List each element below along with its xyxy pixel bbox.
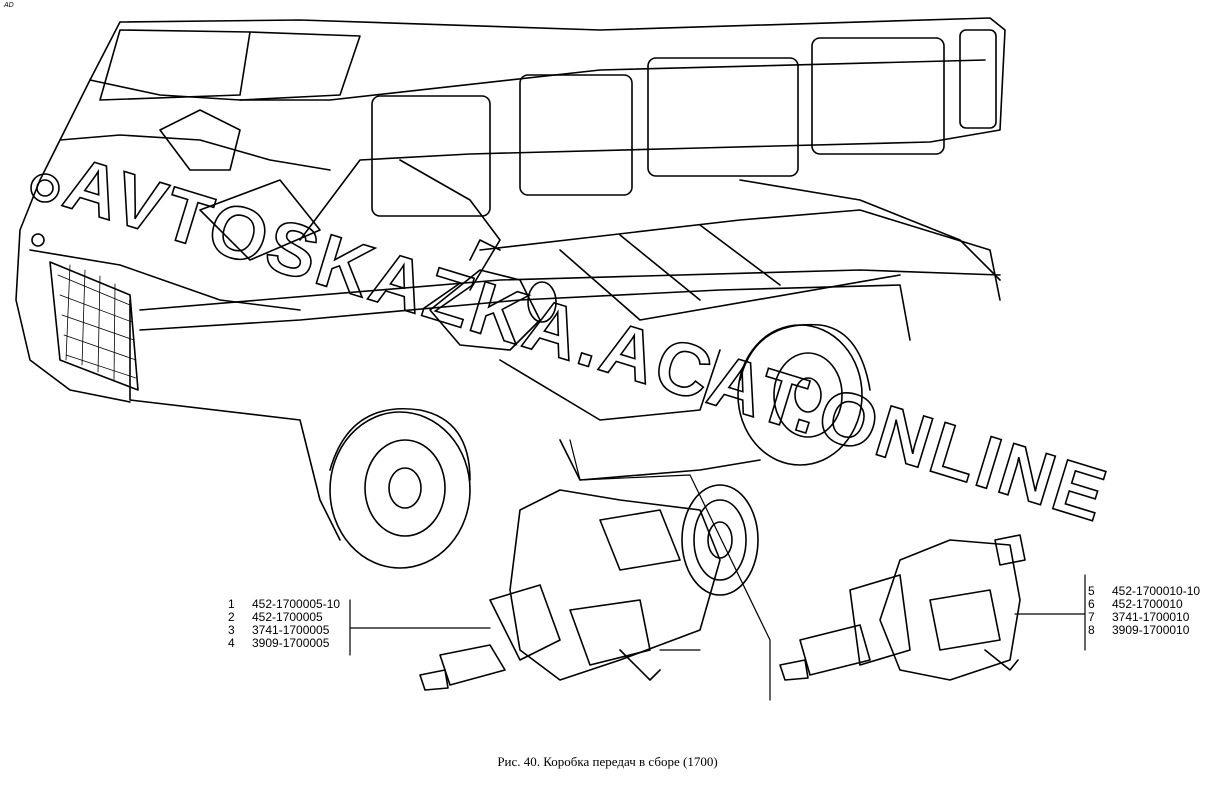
gearbox-right [779, 534, 1026, 681]
van-body [15, 17, 1006, 541]
part-number: 1 [228, 597, 235, 611]
part-label-row: 3 3741-1700005 [228, 624, 340, 637]
part-label-row: 7 3741-1700010 [1088, 611, 1200, 624]
figure-caption: Рис. 40. Коробка передач в сборе (1700) [497, 754, 718, 769]
part-code: 452-1700005-10 [252, 597, 341, 611]
part-code: 3909-1700005 [252, 636, 330, 650]
part-code: 3909-1700010 [1112, 623, 1190, 637]
corner-mark: AD [4, 2, 14, 9]
part-label-row: 4 3909-1700005 [228, 637, 340, 650]
part-number: 6 [1088, 597, 1095, 611]
part-label-row: 6 452-1700010 [1088, 598, 1200, 611]
gearbox-left [419, 484, 759, 691]
left-label-block: 1 452-1700005-10 2 452-1700005 3 3741-1700005… [228, 598, 340, 650]
part-number: 8 [1088, 623, 1095, 637]
part-code: 452-1700005 [252, 610, 323, 624]
gearbox-in-vehicle [429, 239, 557, 351]
front-wheel [329, 408, 471, 569]
part-label-row: 8 3909-1700010 [1088, 624, 1200, 637]
part-label-row: 2 452-1700005 [228, 611, 340, 624]
part-number: 5 [1088, 584, 1095, 598]
part-code: 452-1700010-10 [1112, 584, 1201, 598]
part-number: 3 [228, 623, 235, 637]
part-code: 3741-1700005 [252, 623, 330, 637]
part-label-row: 1 452-1700005-10 [228, 598, 340, 611]
part-number: 2 [228, 610, 235, 624]
right-label-block: 5 452-1700010-10 6 452-1700010 7 3741-1700010… [1088, 585, 1200, 637]
part-number: 7 [1088, 610, 1095, 624]
leader-lines [349, 439, 1086, 701]
part-label-row: 5 452-1700010-10 [1088, 585, 1200, 598]
part-number: 4 [228, 636, 235, 650]
part-code: 452-1700010 [1112, 597, 1183, 611]
rear-wheel [737, 323, 871, 466]
part-code: 3741-1700010 [1112, 610, 1190, 624]
